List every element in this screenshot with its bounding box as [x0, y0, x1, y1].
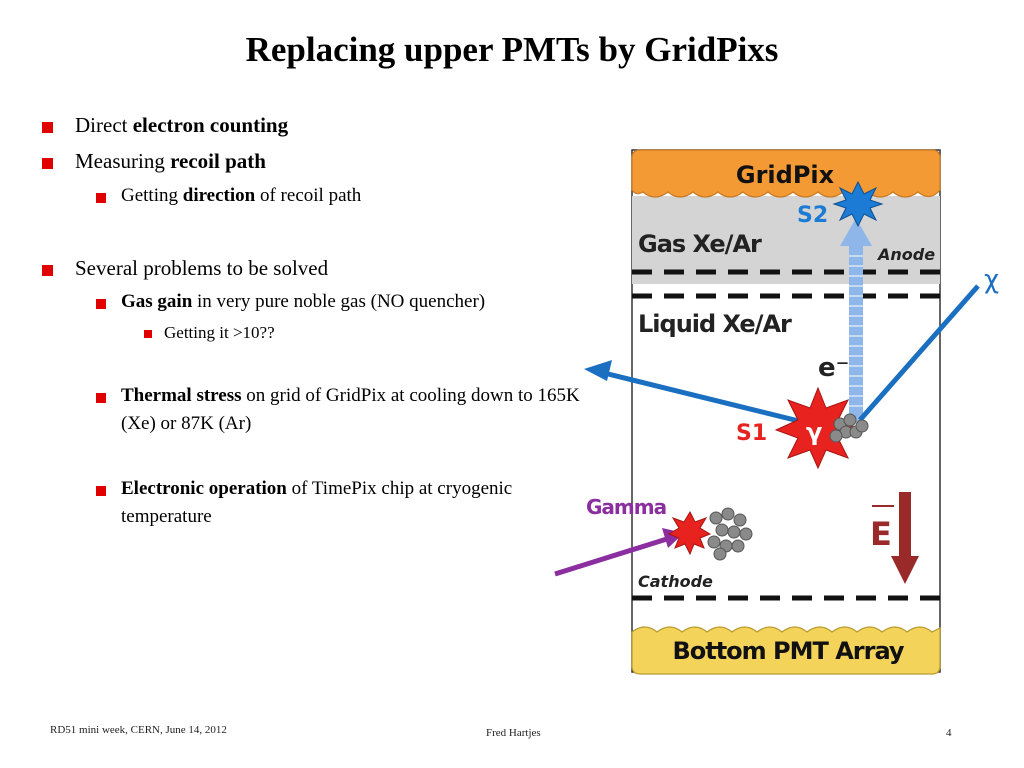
bullet-text: of recoil path	[255, 185, 362, 206]
drift-arrow-head	[840, 218, 872, 246]
gamma-label: Gamma	[586, 495, 666, 519]
bottom-pmt-label: Bottom PMT Array	[672, 637, 904, 665]
bullet-text: Getting it >10??	[164, 323, 275, 342]
field-arrow-head	[891, 556, 919, 584]
bullet-bold-text: recoil path	[170, 149, 266, 173]
s1-burst-icon	[774, 386, 862, 470]
gridpix-label: GridPix	[736, 161, 835, 189]
bullet-text: Measuring	[75, 149, 171, 173]
liquid-label: Liquid Xe/Ar	[638, 310, 792, 338]
bullet-text: Direct	[75, 113, 133, 137]
bullet-bold-text: Gas gain	[121, 291, 193, 312]
bullet-marker	[42, 265, 53, 276]
footer-author: Fred Hartjes	[486, 727, 541, 739]
s2-burst-icon	[832, 180, 884, 228]
drift-column-ticks	[849, 255, 863, 407]
chi-label: χ	[984, 265, 999, 295]
bullet-marker	[42, 122, 53, 133]
anode-label: Anode	[876, 245, 935, 264]
bottom-pmt-bar	[631, 626, 941, 675]
subbullet-electronic-operation: Electronic operation of TimePix chip at …	[96, 478, 606, 531]
footer-page-number: 4	[946, 727, 952, 739]
subbullet-thermal-stress: Thermal stress on grid of GridPix at coo…	[96, 385, 606, 438]
bullet-text: Several problems to be solved	[75, 256, 329, 280]
bullet-bold-text: electron counting	[132, 113, 289, 137]
bullet-recoil-path: Measuring recoil path	[42, 149, 266, 175]
electron-label: e⁻	[818, 353, 849, 383]
s1-label: S1	[736, 421, 767, 446]
s2-label: S2	[797, 203, 828, 228]
field-arrow-shaft	[899, 492, 911, 558]
bullet-electron-counting: Direct electron counting	[42, 113, 289, 139]
wimp-path-arrow	[858, 284, 980, 422]
bullet-marker	[96, 486, 106, 496]
subsubbullet-gain-target: Getting it >10??	[144, 323, 275, 344]
bullet-problems: Several problems to be solved	[42, 256, 329, 282]
gamma-burst-icon	[667, 510, 712, 556]
subbullet-gas-gain: Gas gain in very pure noble gas (NO quen…	[96, 291, 486, 316]
gamma-path-arrow	[554, 535, 671, 577]
bullet-text: of TimePix chip at cryogenic temperature	[121, 478, 513, 527]
scattered-path-arrow	[599, 369, 816, 428]
bullet-bold-text: Thermal stress	[121, 385, 242, 406]
gamma-nucleus-icon	[707, 507, 753, 561]
slide-title: Replacing upper PMTs by GridPixs	[245, 30, 779, 69]
bullet-text: on grid of GridPix at cooling down to 16…	[121, 385, 580, 434]
gas-region	[632, 196, 940, 284]
bullet-marker	[42, 158, 53, 169]
bullet-marker	[96, 393, 106, 403]
scattered-arrow-head	[584, 360, 612, 381]
bullet-bold-text: Electronic operation	[121, 478, 287, 499]
s1-gamma-symbol: γ	[806, 418, 822, 446]
recoil-nucleus-icon	[829, 413, 869, 443]
field-label: E	[870, 515, 892, 553]
gridpix-bar	[631, 149, 941, 198]
electron-drift-column	[849, 246, 863, 422]
bullet-bold-text: direction	[182, 185, 256, 206]
footer-event: RD51 mini week, CERN, June 14, 2012	[50, 724, 227, 736]
cathode-label: Cathode	[638, 572, 713, 591]
bullet-text: in very pure noble gas (NO quencher)	[192, 291, 486, 312]
gas-label: Gas Xe/Ar	[638, 230, 762, 258]
subbullet-direction: Getting direction of recoil path	[96, 185, 362, 210]
bullet-marker	[96, 193, 106, 203]
bullet-marker	[96, 299, 106, 309]
bullet-text: Getting	[121, 185, 183, 206]
bullet-marker	[144, 330, 152, 338]
